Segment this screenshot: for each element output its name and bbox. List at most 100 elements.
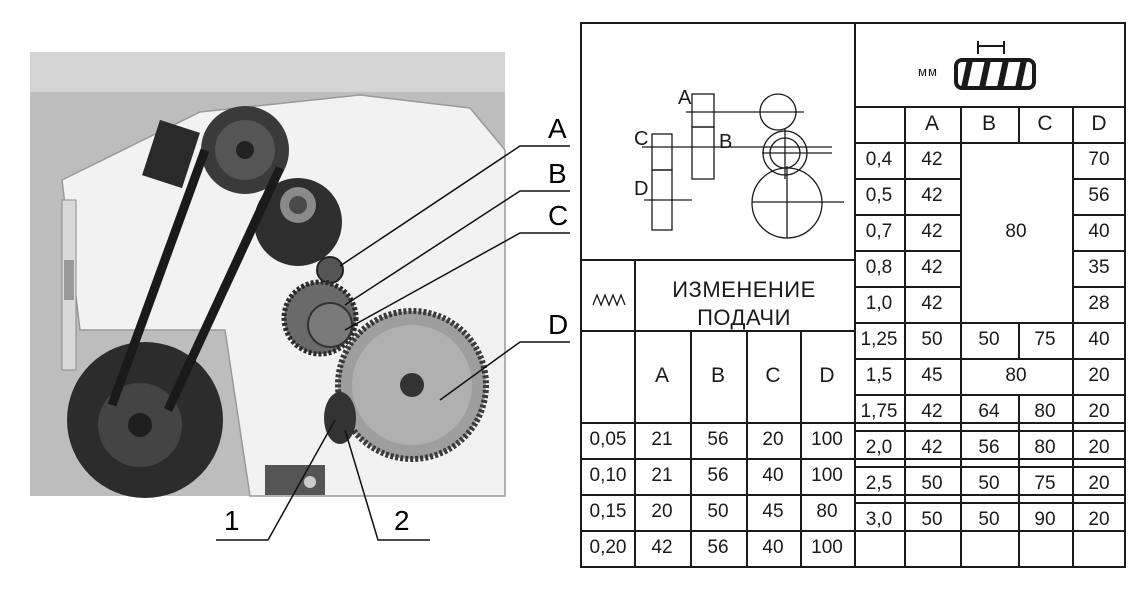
feed-gear-b: 56 bbox=[707, 429, 729, 450]
merged-cell-mask bbox=[961, 359, 1072, 394]
thread-gear-a: 42 bbox=[921, 293, 943, 314]
scheme-label-c: C bbox=[634, 128, 648, 150]
thread-gear-b: 50 bbox=[978, 329, 1000, 350]
thread-pitch: 2,0 bbox=[865, 437, 893, 458]
feed-gear-d: 100 bbox=[811, 537, 843, 558]
feed-change-line1: ИЗМЕНЕНИЕ bbox=[672, 277, 816, 302]
feed-value: 0,20 bbox=[589, 537, 627, 558]
thread-gear-a: 42 bbox=[921, 221, 943, 242]
thread-gear-d: 40 bbox=[1088, 221, 1110, 242]
thread-gear-d: 70 bbox=[1088, 149, 1110, 170]
thread-pitch: 0,8 bbox=[865, 257, 893, 278]
thread-col-header-a: A bbox=[924, 112, 939, 135]
thread-gear-bc-merged: 80 bbox=[1005, 221, 1027, 242]
thread-gear-a: 42 bbox=[921, 401, 943, 422]
thread-pitch: 1,75 bbox=[860, 401, 898, 422]
feed-column-divider bbox=[690, 330, 692, 566]
gear-scheme-diagram: A B C D bbox=[634, 87, 844, 239]
thread-column-divider bbox=[1072, 106, 1074, 566]
thread-gear-c: 75 bbox=[1034, 473, 1056, 494]
feed-gear-a: 21 bbox=[651, 465, 673, 486]
callout-c: C bbox=[548, 200, 568, 231]
thread-gear-a: 50 bbox=[921, 473, 943, 494]
thread-gear-b: 50 bbox=[978, 473, 1000, 494]
feed-row-divider bbox=[582, 530, 1124, 532]
thread-gear-a: 42 bbox=[921, 149, 943, 170]
thread-col-header-b: B bbox=[981, 112, 996, 135]
thread-header-divider bbox=[854, 106, 1126, 108]
feed-gear-b: 56 bbox=[707, 465, 729, 486]
feed-column-divider bbox=[800, 330, 802, 566]
callout-lines bbox=[216, 145, 570, 541]
feed-gear-a: 20 bbox=[651, 501, 673, 522]
feed-col-header-a: A bbox=[654, 364, 669, 387]
merged-cell-mask bbox=[961, 143, 1072, 322]
thread-col-header-c: C bbox=[1037, 112, 1053, 135]
feed-gear-d: 100 bbox=[811, 465, 843, 486]
gear-c bbox=[307, 302, 353, 348]
thread-gear-c: 75 bbox=[1034, 329, 1056, 350]
scheme-bottom-line bbox=[582, 259, 854, 261]
thread-gear-c: 80 bbox=[1034, 401, 1056, 422]
thread-row-divider bbox=[854, 466, 1126, 468]
feed-value: 0,05 bbox=[589, 429, 627, 450]
feed-col-header-c: C bbox=[765, 364, 781, 387]
thread-gear-a: 50 bbox=[921, 509, 943, 530]
callout-d: D bbox=[548, 309, 568, 340]
scheme-label-d: D bbox=[634, 178, 648, 200]
thread-gear-a: 45 bbox=[921, 365, 943, 386]
thread-pitch: 1,0 bbox=[865, 293, 893, 314]
thread-gear-b: 56 bbox=[978, 437, 1000, 458]
thread-pitch: 0,5 bbox=[865, 185, 893, 206]
gear-a bbox=[316, 256, 344, 284]
feed-column-divider bbox=[746, 330, 748, 566]
lathe-gear-illustration: A B C D 1 2 bbox=[30, 52, 570, 541]
feed-gear-c: 45 bbox=[762, 501, 784, 522]
thread-pitch: 0,7 bbox=[865, 221, 893, 242]
callout-2: 2 bbox=[394, 505, 410, 536]
feed-row-divider bbox=[582, 422, 1124, 424]
thread-gear-a: 42 bbox=[921, 257, 943, 278]
feed-symbol-icon bbox=[592, 293, 626, 307]
thread-gear-c: 80 bbox=[1034, 437, 1056, 458]
thread-row-divider bbox=[854, 322, 1126, 324]
thread-gear-d: 20 bbox=[1088, 509, 1110, 530]
thread-row-divider bbox=[854, 502, 1126, 504]
thread-gear-d: 20 bbox=[1088, 437, 1110, 458]
divider-scheme-thread bbox=[854, 24, 856, 566]
scheme-label-a: A bbox=[678, 87, 692, 109]
feed-column-divider bbox=[634, 330, 636, 566]
thread-gear-d: 20 bbox=[1088, 473, 1110, 494]
thread-row-divider bbox=[854, 430, 1126, 432]
thread-pitch: 2,5 bbox=[865, 473, 893, 494]
thread-column-divider bbox=[904, 106, 906, 566]
thread-col-header-d: D bbox=[1091, 112, 1107, 135]
thread-gear-b: 64 bbox=[978, 401, 1000, 422]
drive-belt bbox=[107, 148, 210, 407]
thread-row-divider bbox=[854, 142, 1126, 144]
feed-col-header-b: B bbox=[710, 364, 725, 387]
thread-gear-d: 28 bbox=[1088, 293, 1110, 314]
thread-unit-label: мм bbox=[918, 64, 938, 79]
thread-gear-d: 56 bbox=[1088, 185, 1110, 206]
callout-1: 1 bbox=[224, 505, 240, 536]
feed-gear-b: 56 bbox=[707, 537, 729, 558]
feed-change-header: ИЗМЕНЕНИЕ ПОДАЧИ bbox=[634, 272, 854, 336]
thread-row-divider bbox=[854, 358, 1126, 360]
feed-value: 0,10 bbox=[589, 465, 627, 486]
lathe-drawing: A B C D 1 2 bbox=[30, 52, 570, 541]
thread-gear-a: 50 bbox=[921, 329, 943, 350]
callout-a: A bbox=[548, 113, 567, 144]
feed-gear-b: 50 bbox=[707, 501, 729, 522]
feed-value: 0,15 bbox=[589, 501, 627, 522]
thread-column-divider bbox=[960, 106, 962, 566]
feed-gear-c: 20 bbox=[762, 429, 784, 450]
feed-gear-c: 40 bbox=[762, 465, 784, 486]
feed-col-header-d: D bbox=[819, 364, 835, 387]
feed-gear-d: 80 bbox=[816, 501, 838, 522]
thread-pitch: 1,25 bbox=[860, 329, 898, 350]
feed-row-divider bbox=[582, 458, 1124, 460]
thread-gear-a: 42 bbox=[921, 185, 943, 206]
thread-gear-d: 35 bbox=[1088, 257, 1110, 278]
